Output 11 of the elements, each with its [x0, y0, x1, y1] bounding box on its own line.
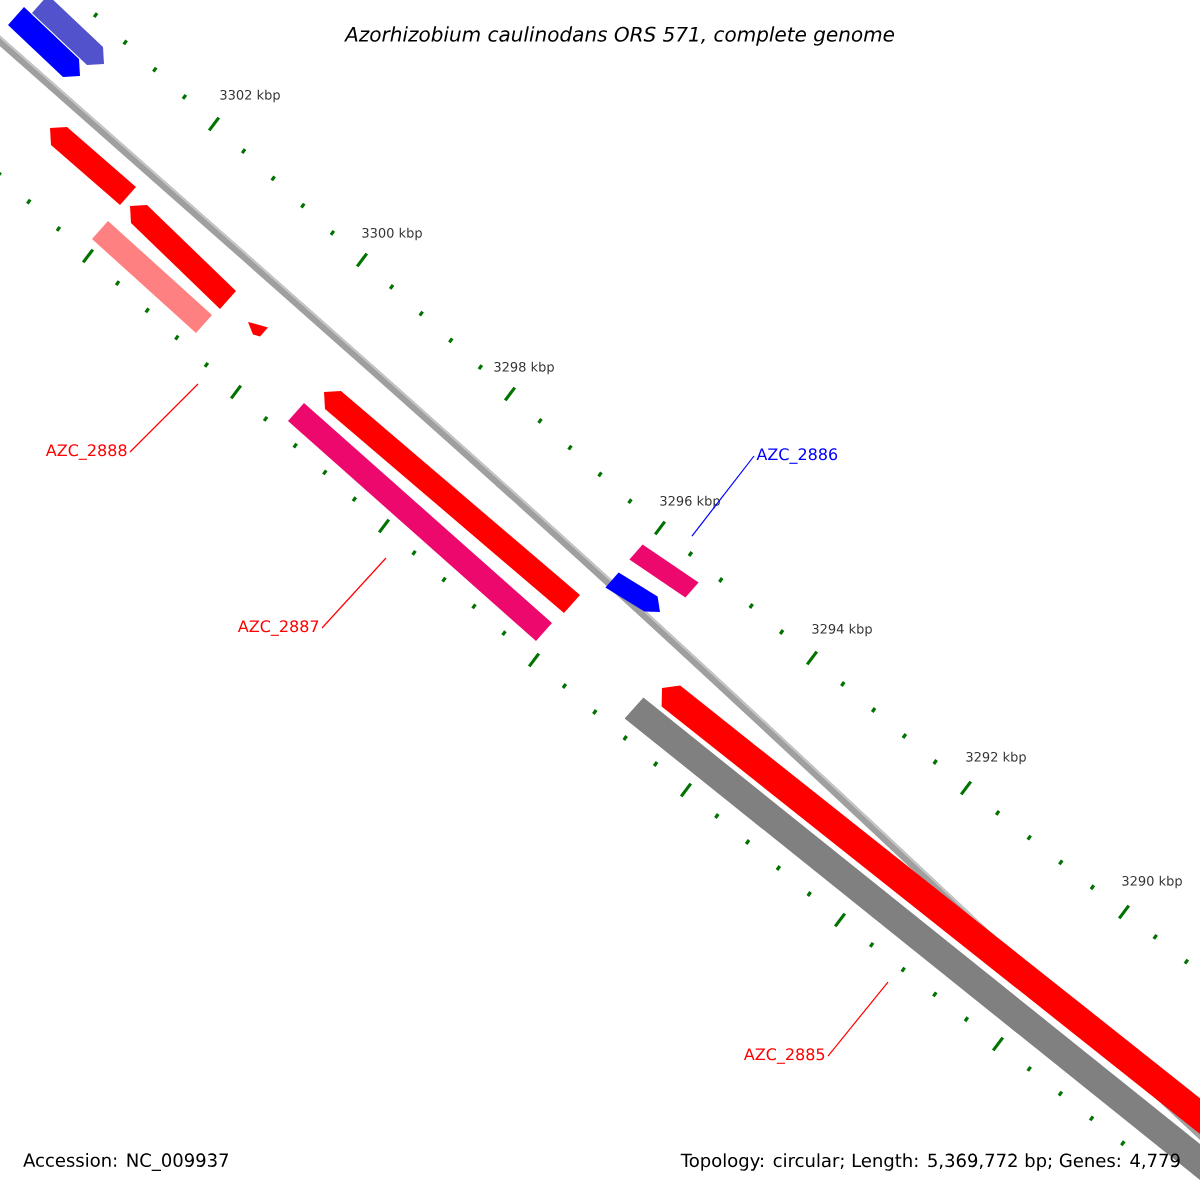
accession-text: Accession: NC_009937: [23, 1153, 228, 1171]
gene-label: AZC_2887: [237, 620, 319, 636]
leader-line: [129, 383, 199, 453]
leader-line: [827, 981, 889, 1057]
gene-label: AZC_2886: [756, 448, 838, 464]
leader-line: [321, 557, 387, 629]
genome-info-text: Topology: circular; Length: 5,369,772 bp; Genes: 4,779: [680, 1153, 1180, 1171]
leader-line: [691, 455, 755, 537]
gene-label: AZC_2885: [743, 1048, 825, 1064]
title: Azorhizobium caulinodans ORS 571, complete genome: [344, 26, 895, 46]
gene-label: AZC_2888: [45, 444, 127, 460]
